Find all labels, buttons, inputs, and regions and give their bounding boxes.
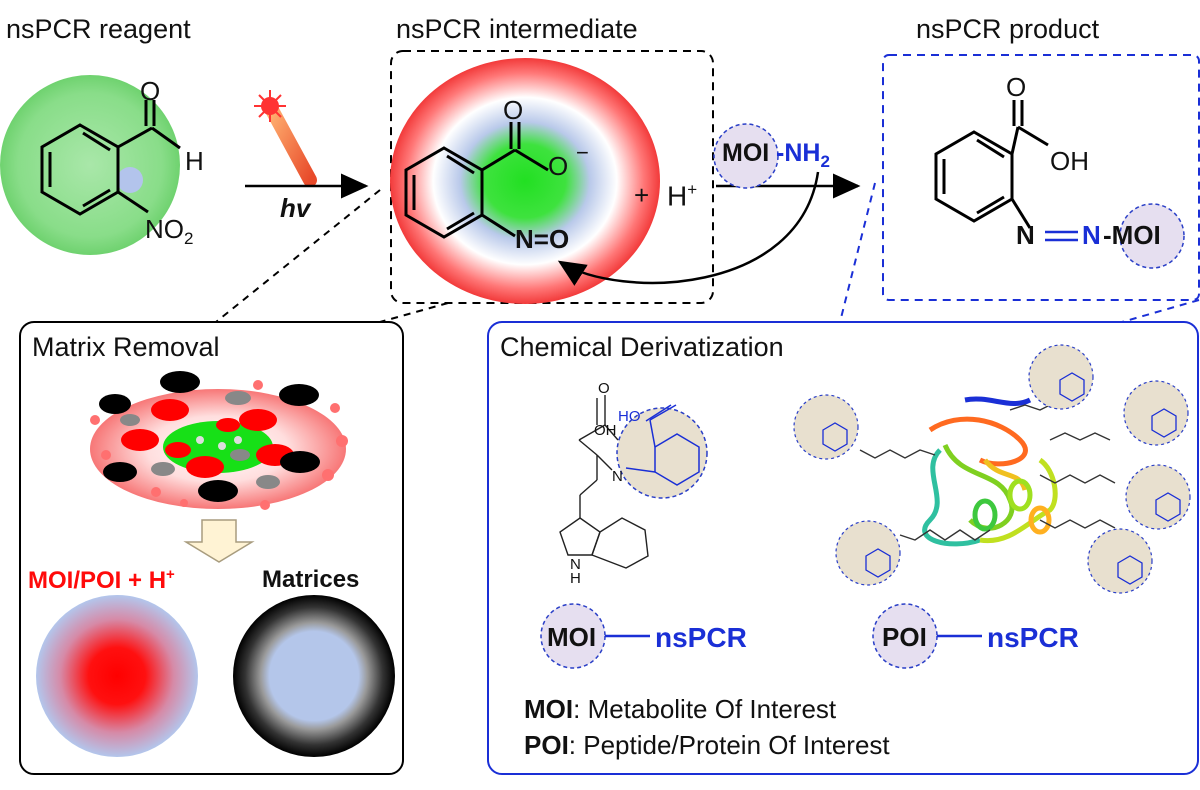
matrices-label: Matrices	[262, 566, 360, 593]
amine-moi-label: MOI	[722, 139, 770, 167]
small-molecule-n: N	[612, 468, 623, 485]
intermediate-o-top: O	[503, 95, 524, 125]
proton-label: H+	[667, 180, 698, 212]
protein-tag-1	[793, 394, 859, 460]
connector-left-2	[379, 302, 449, 323]
laser-icon	[254, 90, 317, 187]
small-molecule-oh: OH	[594, 422, 617, 439]
connector-right-1	[839, 182, 876, 323]
intermediate-nitroso: N=O	[515, 224, 570, 254]
down-arrow-icon	[183, 519, 255, 563]
nucleophilic-attack-arrow	[557, 171, 820, 286]
product-header: nsPCR product	[916, 14, 1100, 44]
moi-product-circle	[1119, 203, 1185, 269]
reagent-sphere	[0, 75, 180, 255]
connector-left-1	[215, 189, 381, 323]
intermediate-o-minus: O	[548, 151, 569, 181]
product-azo-n1: N	[1016, 220, 1035, 250]
intermediate-ellipse	[390, 58, 660, 304]
protein-tag-2	[1028, 344, 1094, 410]
product-azo-n2: N	[1082, 220, 1101, 250]
moi-poi-circle	[36, 595, 198, 757]
legend-moi: MOI: Metabolite Of Interest	[524, 694, 837, 724]
product-oh: OH	[1050, 146, 1089, 176]
small-molecule-ho: HO	[618, 408, 641, 425]
derivatization-panel-title: Chemical Derivatization	[500, 332, 784, 362]
product-o: O	[1006, 72, 1027, 102]
reagent-benzene-ring	[40, 100, 181, 216]
plus-sign: +	[634, 180, 650, 210]
reagent-aldehyde-h: H	[185, 146, 204, 176]
poi-node-label: POI	[882, 622, 927, 652]
intermediate-benzene-ring	[404, 122, 549, 239]
protein-tag-4	[1125, 464, 1191, 530]
small-molecule-benzoic	[625, 404, 700, 486]
protein-lysine-chains	[859, 404, 1116, 541]
small-molecule-structure	[559, 395, 649, 569]
light-label: hv	[280, 193, 311, 223]
matrix-panel-title: Matrix Removal	[32, 332, 220, 362]
protein-ribbon	[922, 396, 1058, 547]
poi-nspcr-label: nsPCR	[987, 622, 1079, 653]
small-molecule-nh: N	[570, 556, 581, 573]
small-molecule-tag	[616, 407, 708, 499]
protein-tag-6	[1087, 528, 1153, 594]
product-moi: -MOI	[1103, 220, 1161, 250]
protein-tag-5	[835, 520, 901, 586]
protein-tag-rings	[822, 372, 1181, 585]
amine-group-label: -NH2	[776, 139, 830, 171]
small-molecule-h: H	[570, 570, 581, 587]
reagent-nitro: NO2	[145, 214, 194, 249]
reagent-core	[117, 167, 143, 193]
cluster-particles	[90, 371, 348, 510]
matrices-circle	[233, 595, 395, 757]
reagent-aldehyde-o: O	[140, 76, 161, 106]
moi-nspcr-label: nsPCR	[655, 622, 747, 653]
product-benzene-ring	[934, 100, 1049, 229]
product-dashed-box	[882, 54, 1200, 301]
legend-poi: POI: Peptide/Protein Of Interest	[524, 730, 890, 760]
intermediate-header: nsPCR intermediate	[396, 14, 638, 44]
small-molecule-o: O	[598, 380, 610, 397]
reagent-header: nsPCR reagent	[6, 14, 191, 44]
moi-poi-label: MOI/POI + H+	[28, 566, 175, 594]
moi-node-label: MOI	[547, 622, 597, 652]
moi-amine-circle	[713, 123, 779, 189]
connector-right-2	[1121, 299, 1200, 323]
intermediate-charge: −	[576, 140, 589, 165]
